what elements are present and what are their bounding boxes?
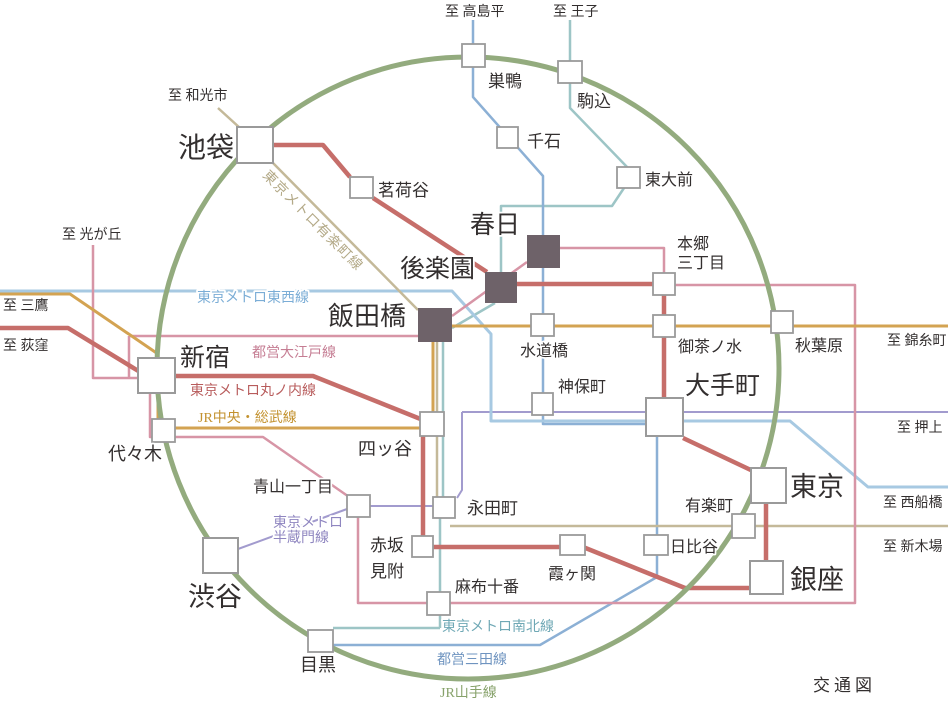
line-label-tozai: 東京メトロ東西線 [197, 290, 309, 306]
station-label-jimbocho: 神保町 [558, 378, 606, 396]
line-label-hanzomon-line2: 半蔵門線 [273, 530, 329, 546]
line-marunouchi [0, 142, 769, 591]
line-hanzomon [237, 411, 948, 550]
station-labels: 池袋 巣鴨 駒込 千石 東大前 茗荷谷 春日 後楽園 飯田橋 本郷 三丁目 水道… [106, 70, 846, 677]
station-label-iidabashi: 飯田橋 [328, 302, 406, 331]
station-label-komagome: 駒込 [577, 92, 611, 111]
station-marker-ginza [749, 560, 784, 595]
station-label-meguro: 目黒 [300, 655, 336, 675]
station-label-ginza: 銀座 [790, 565, 844, 595]
station-marker-meguro [307, 629, 334, 653]
map-title: 交通図 [813, 676, 876, 695]
line-label-mita: 都営三田線 [437, 652, 507, 668]
station-marker-ochanomizu [652, 314, 676, 338]
dest-label-ogikubo: 至 荻窪 [3, 337, 49, 354]
line-label-oedo: 都営大江戸線 [252, 345, 336, 361]
line-label-chuo-sobu: JR中央・総武線 [198, 410, 297, 426]
station-marker-akasaka-mitsuke [411, 535, 434, 558]
station-label-kasumigaseki: 霞ヶ関 [548, 566, 596, 583]
station-marker-yotsuya [419, 411, 445, 437]
station-marker-jimbocho [531, 392, 554, 416]
station-marker-sugamo [461, 43, 486, 68]
dest-label-mitaka: 至 三鷹 [3, 298, 49, 314]
dest-label-hikarigaoka: 至 光が丘 [62, 227, 122, 243]
destination-labels: 至 高島平 至 王子 至 和光市 至 光が丘 至 三鷹 至 荻窪 至 錦糸町 至… [1, 1, 948, 557]
station-marker-komagome [557, 60, 583, 84]
station-label-shibuya: 渋谷 [188, 582, 242, 612]
station-marker-hibiya [643, 534, 669, 556]
dest-label-takashimadaira: 至 高島平 [445, 3, 505, 20]
station-marker-yoyogi [151, 418, 176, 443]
station-label-akihabara: 秋葉原 [795, 337, 843, 355]
station-label-todaimae: 東大前 [645, 171, 693, 189]
station-marker-aoyama-itchome [346, 494, 371, 518]
station-marker-shibuya [202, 537, 239, 574]
station-marker-shinjuku [137, 357, 176, 394]
station-label-ochanomizu: 御茶ノ水 [678, 338, 742, 356]
station-marker-korakuen-highlighted [485, 272, 517, 303]
station-label-akasaka-line2: 見附 [370, 562, 404, 581]
line-mita [333, 20, 659, 647]
dest-label-oshiage: 至 押上 [897, 420, 943, 436]
station-marker-yurakucho [731, 513, 756, 539]
line-label-hanzomon-line1: 東京メトロ [273, 515, 343, 531]
dest-label-shin-kiba: 至 新木場 [883, 539, 943, 555]
station-marker-ikebukuro [236, 126, 274, 164]
station-label-korakuen: 後楽園 [400, 255, 475, 283]
dest-label-nishi-funabashi: 至 西船橋 [883, 495, 943, 511]
station-label-hongo-line2: 三丁目 [677, 255, 725, 272]
station-marker-iidabashi-highlighted [418, 308, 452, 342]
station-label-yoyogi: 代々木 [108, 444, 162, 464]
line-label-namboku: 東京メトロ南北線 [442, 619, 554, 635]
station-label-ikebukuro: 池袋 [178, 132, 234, 164]
station-marker-azabujuban [426, 591, 451, 616]
station-label-aoyama-itchome: 青山一丁目 [253, 478, 333, 496]
station-label-akasaka-line1: 赤坂 [370, 536, 404, 555]
station-marker-tokyo [750, 467, 787, 504]
station-marker-sengoku [496, 126, 519, 149]
station-label-kasuga: 春日 [470, 211, 520, 239]
station-markers [137, 43, 794, 653]
station-label-hongo-line1: 本郷 [677, 235, 709, 253]
dest-label-oji: 至 王子 [553, 4, 599, 20]
station-marker-otemachi [645, 397, 684, 437]
station-label-azabujuban: 麻布十番 [455, 578, 519, 596]
line-labels: 東京メトロ東西線 都営大江戸線 東京メトロ丸ノ内線 JR中央・総武線 東京メトロ… [188, 166, 556, 703]
line-label-yamanote: JR山手線 [440, 685, 497, 701]
station-label-shinjuku: 新宿 [180, 344, 230, 372]
station-label-sugamo: 巣鴨 [488, 72, 522, 91]
line-label-marunouchi: 東京メトロ丸ノ内線 [190, 383, 316, 399]
station-marker-suidobashi [530, 313, 555, 337]
station-marker-todaimae [616, 166, 641, 189]
station-label-yotsuya: 四ッ谷 [358, 439, 412, 459]
station-label-myogadani: 茗荷谷 [378, 181, 429, 200]
station-marker-kasumigaseki [559, 534, 586, 556]
station-marker-akihabara [770, 310, 794, 334]
station-marker-myogadani [349, 176, 374, 199]
line-yurakucho [217, 107, 948, 528]
dest-label-kinshicho: 至 錦糸町 [887, 332, 947, 349]
dest-label-wakoshi: 至 和光市 [168, 87, 228, 104]
station-label-tokyo: 東京 [790, 472, 844, 502]
station-label-suidobashi: 水道橋 [520, 342, 568, 360]
station-label-hibiya: 日比谷 [670, 538, 718, 556]
station-label-yurakucho: 有楽町 [685, 497, 733, 515]
station-marker-kasuga-highlighted [527, 235, 560, 268]
station-marker-hongo-sanchome [652, 272, 676, 296]
station-label-sengoku: 千石 [527, 132, 561, 151]
station-marker-nagatacho [432, 496, 456, 519]
station-label-nagatacho: 永田町 [467, 499, 518, 518]
line-tozai [0, 289, 948, 489]
station-label-otemachi: 大手町 [685, 372, 760, 400]
